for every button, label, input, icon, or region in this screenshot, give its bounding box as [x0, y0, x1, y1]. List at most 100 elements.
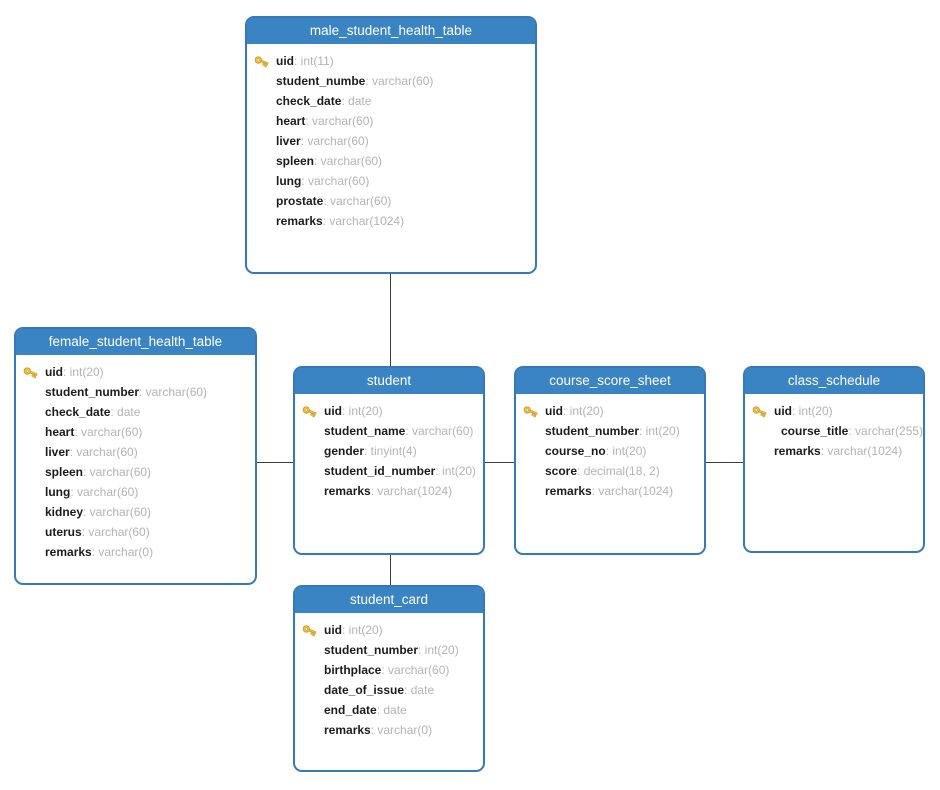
field-type: : int(11): [294, 54, 334, 68]
connector-female-health-to-student[interactable]: [255, 462, 295, 463]
field-list: uid: int(11)student_numbe: varchar(60)ch…: [247, 44, 535, 231]
field-row-liver[interactable]: liver: varchar(60): [247, 131, 535, 151]
field-list: uid: int(20)student_number: int(20)cours…: [516, 394, 704, 501]
field-type: : varchar(60): [74, 425, 143, 439]
field-row-uid[interactable]: uid: int(20): [295, 620, 483, 640]
field-type: : varchar(60): [405, 424, 474, 438]
connector-course-score-to-class-schedule[interactable]: [704, 462, 745, 463]
field-name: birthplace: [324, 663, 382, 677]
primary-key-icon: [752, 406, 767, 418]
field-name: course_title: [781, 424, 849, 438]
field-row-check_date[interactable]: check_date: date: [16, 402, 255, 422]
field-name: lung: [45, 485, 71, 499]
field-row-remarks[interactable]: remarks: varchar(0): [16, 542, 255, 562]
field-name: uid: [45, 365, 63, 379]
field-row-remarks[interactable]: remarks: varchar(1024): [295, 481, 483, 501]
field-row-student_number[interactable]: student_number: int(20): [295, 640, 483, 660]
field-row-student_numbe[interactable]: student_numbe: varchar(60): [247, 71, 535, 91]
table-student[interactable]: student uid: int(20)student_name: varcha…: [293, 366, 485, 555]
field-list: uid: int(20)student_number: varchar(60)c…: [16, 355, 255, 562]
table-header[interactable]: female_student_health_table: [16, 329, 255, 355]
field-row-heart[interactable]: heart: varchar(60): [16, 422, 255, 442]
field-type: : int(20): [639, 424, 680, 438]
field-row-heart[interactable]: heart: varchar(60): [247, 111, 535, 131]
field-name: student_number: [324, 643, 419, 657]
field-row-remarks[interactable]: remarks: varchar(0): [295, 720, 483, 740]
field-row-student_number[interactable]: student_number: int(20): [516, 421, 704, 441]
field-row-spleen[interactable]: spleen: varchar(60): [16, 462, 255, 482]
field-type: : varchar(60): [70, 485, 139, 499]
field-type: : date: [404, 683, 435, 697]
field-row-end_date[interactable]: end_date: date: [295, 700, 483, 720]
field-row-course_no[interactable]: course_no: int(20): [516, 441, 704, 461]
field-name: prostate: [276, 194, 324, 208]
field-row-prostate[interactable]: prostate: varchar(60): [247, 191, 535, 211]
table-class-schedule[interactable]: class_schedule uid: int(20)course_title:…: [743, 366, 925, 553]
field-name: remarks: [324, 723, 371, 737]
field-row-uid[interactable]: uid: int(20): [295, 401, 483, 421]
table-student-card[interactable]: student_card uid: int(20)student_number:…: [293, 585, 485, 772]
field-row-date_of_issue[interactable]: date_of_issue: date: [295, 680, 483, 700]
field-name: uterus: [45, 525, 82, 539]
field-row-lung[interactable]: lung: varchar(60): [16, 482, 255, 502]
connector-student-to-student-card[interactable]: [390, 553, 391, 587]
table-header[interactable]: course_score_sheet: [516, 368, 704, 394]
table-male-student-health-table[interactable]: male_student_health_table uid: int(11)st…: [245, 16, 537, 274]
field-list: uid: int(20)student_name: varchar(60)gen…: [295, 394, 483, 501]
field-type: : int(20): [418, 643, 459, 657]
field-row-birthplace[interactable]: birthplace: varchar(60): [295, 660, 483, 680]
field-type: : int(20): [435, 464, 477, 478]
connector-student-to-course-score[interactable]: [483, 462, 516, 463]
field-row-remarks[interactable]: remarks: varchar(1024): [516, 481, 704, 501]
field-row-uid[interactable]: uid: int(20): [516, 401, 704, 421]
field-name: uid: [774, 404, 792, 418]
field-name: score: [545, 464, 578, 478]
field-row-course_title[interactable]: course_title: varchar(255): [745, 421, 923, 441]
field-row-score[interactable]: score: decimal(18, 2): [516, 461, 704, 481]
field-type: : varchar(60): [81, 525, 150, 539]
table-header[interactable]: male_student_health_table: [247, 18, 535, 44]
field-type: : varchar(0): [91, 545, 154, 559]
field-row-uid[interactable]: uid: int(20): [745, 401, 923, 421]
table-female-student-health-table[interactable]: female_student_health_table uid: int(20)…: [14, 327, 257, 585]
primary-key-icon: [23, 367, 38, 379]
field-name: remarks: [545, 484, 592, 498]
field-name: student_number: [545, 424, 640, 438]
field-name: kidney: [45, 505, 84, 519]
field-name: student_id_number: [324, 464, 436, 478]
field-name: spleen: [276, 154, 315, 168]
field-row-gender[interactable]: gender: tinyint(4): [295, 441, 483, 461]
field-name: student_name: [324, 424, 406, 438]
field-name: liver: [45, 445, 70, 459]
field-row-uid[interactable]: uid: int(11): [247, 51, 535, 71]
table-header[interactable]: student: [295, 368, 483, 394]
field-name: uid: [545, 404, 563, 418]
field-row-uterus[interactable]: uterus: varchar(60): [16, 522, 255, 542]
field-row-student_id_number[interactable]: student_id_number: int(20): [295, 461, 483, 481]
field-name: heart: [45, 425, 75, 439]
field-type: : int(20): [342, 404, 383, 418]
field-list: uid: int(20)course_title: varchar(255)re…: [745, 394, 923, 461]
field-type: : varchar(60): [83, 465, 152, 479]
field-type: : int(20): [605, 444, 647, 458]
field-name: gender: [324, 444, 365, 458]
table-course-score-sheet[interactable]: course_score_sheet uid: int(20)student_n…: [514, 366, 706, 555]
field-row-liver[interactable]: liver: varchar(60): [16, 442, 255, 462]
field-row-student_name[interactable]: student_name: varchar(60): [295, 421, 483, 441]
field-row-lung[interactable]: lung: varchar(60): [247, 171, 535, 191]
field-row-remarks[interactable]: remarks: varchar(1024): [745, 441, 923, 461]
table-header[interactable]: class_schedule: [745, 368, 923, 394]
field-type: : date: [376, 703, 407, 717]
field-row-kidney[interactable]: kidney: varchar(60): [16, 502, 255, 522]
connector-male-health-to-student[interactable]: [390, 272, 391, 368]
field-type: : varchar(60): [314, 154, 383, 168]
field-row-check_date[interactable]: check_date: date: [247, 91, 535, 111]
field-row-remarks[interactable]: remarks: varchar(1024): [247, 211, 535, 231]
table-header[interactable]: student_card: [295, 587, 483, 613]
field-row-spleen[interactable]: spleen: varchar(60): [247, 151, 535, 171]
field-type: : varchar(60): [300, 134, 369, 148]
field-row-student_number[interactable]: student_number: varchar(60): [16, 382, 255, 402]
field-row-uid[interactable]: uid: int(20): [16, 362, 255, 382]
primary-key-icon: [254, 56, 269, 68]
